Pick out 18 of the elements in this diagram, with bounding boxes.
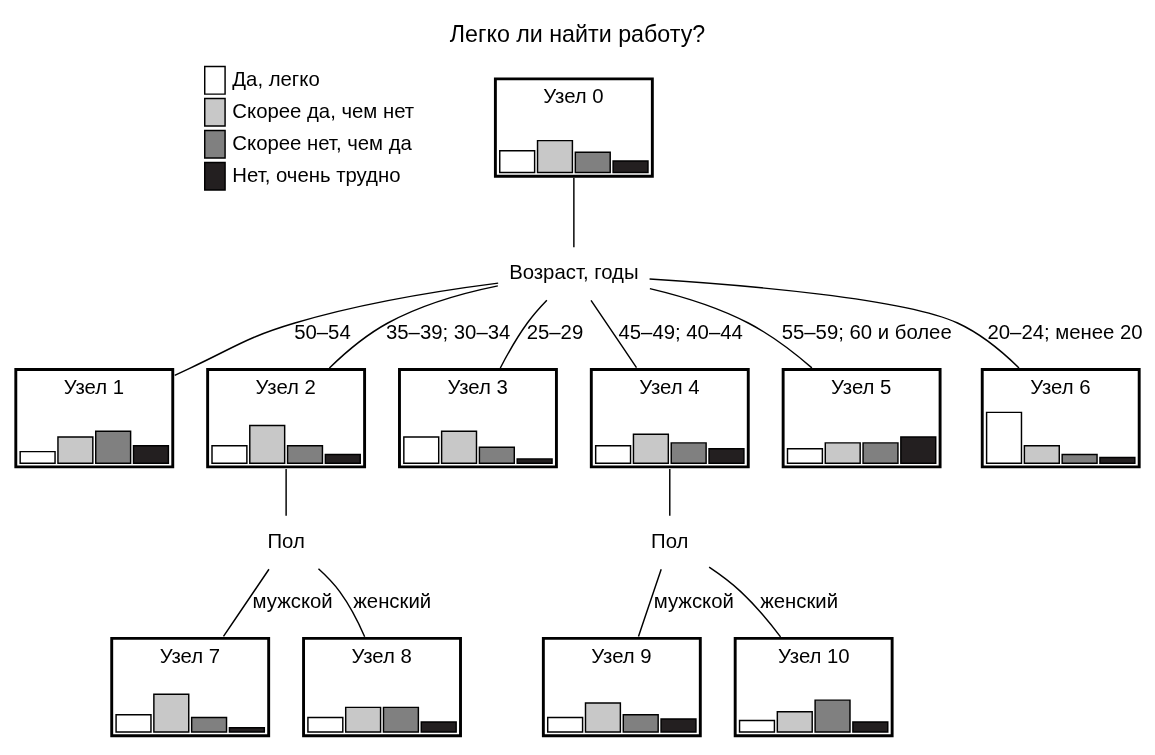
edge-label: 50–54 (294, 321, 351, 344)
edge-label: 25–29 (526, 321, 584, 344)
edge-label: женский (760, 590, 839, 613)
edge-label: мужской (653, 590, 734, 613)
edge-label: 35–39; 30–34 (385, 321, 511, 344)
node-text: Пол (651, 529, 689, 552)
diagram-title: Легко ли найти работу? (449, 21, 706, 48)
edge-label: 20–24; менее 20 (987, 321, 1143, 344)
edge-label: мужской (252, 590, 333, 613)
edge-label: женский (353, 590, 432, 613)
legend-label: Нет, очень трудно (232, 163, 401, 186)
edge-label: 45–49; 40–44 (618, 321, 743, 344)
legend-label: Да, легко (232, 67, 320, 90)
legend-label: Скорее да, чем нет (232, 99, 415, 122)
edge-label: 55–59; 60 и более (781, 321, 952, 344)
legend-label: Скорее нет, чем да (232, 131, 412, 154)
node-text: Возраст, годы (509, 260, 639, 283)
node-text: Пол (267, 529, 305, 552)
